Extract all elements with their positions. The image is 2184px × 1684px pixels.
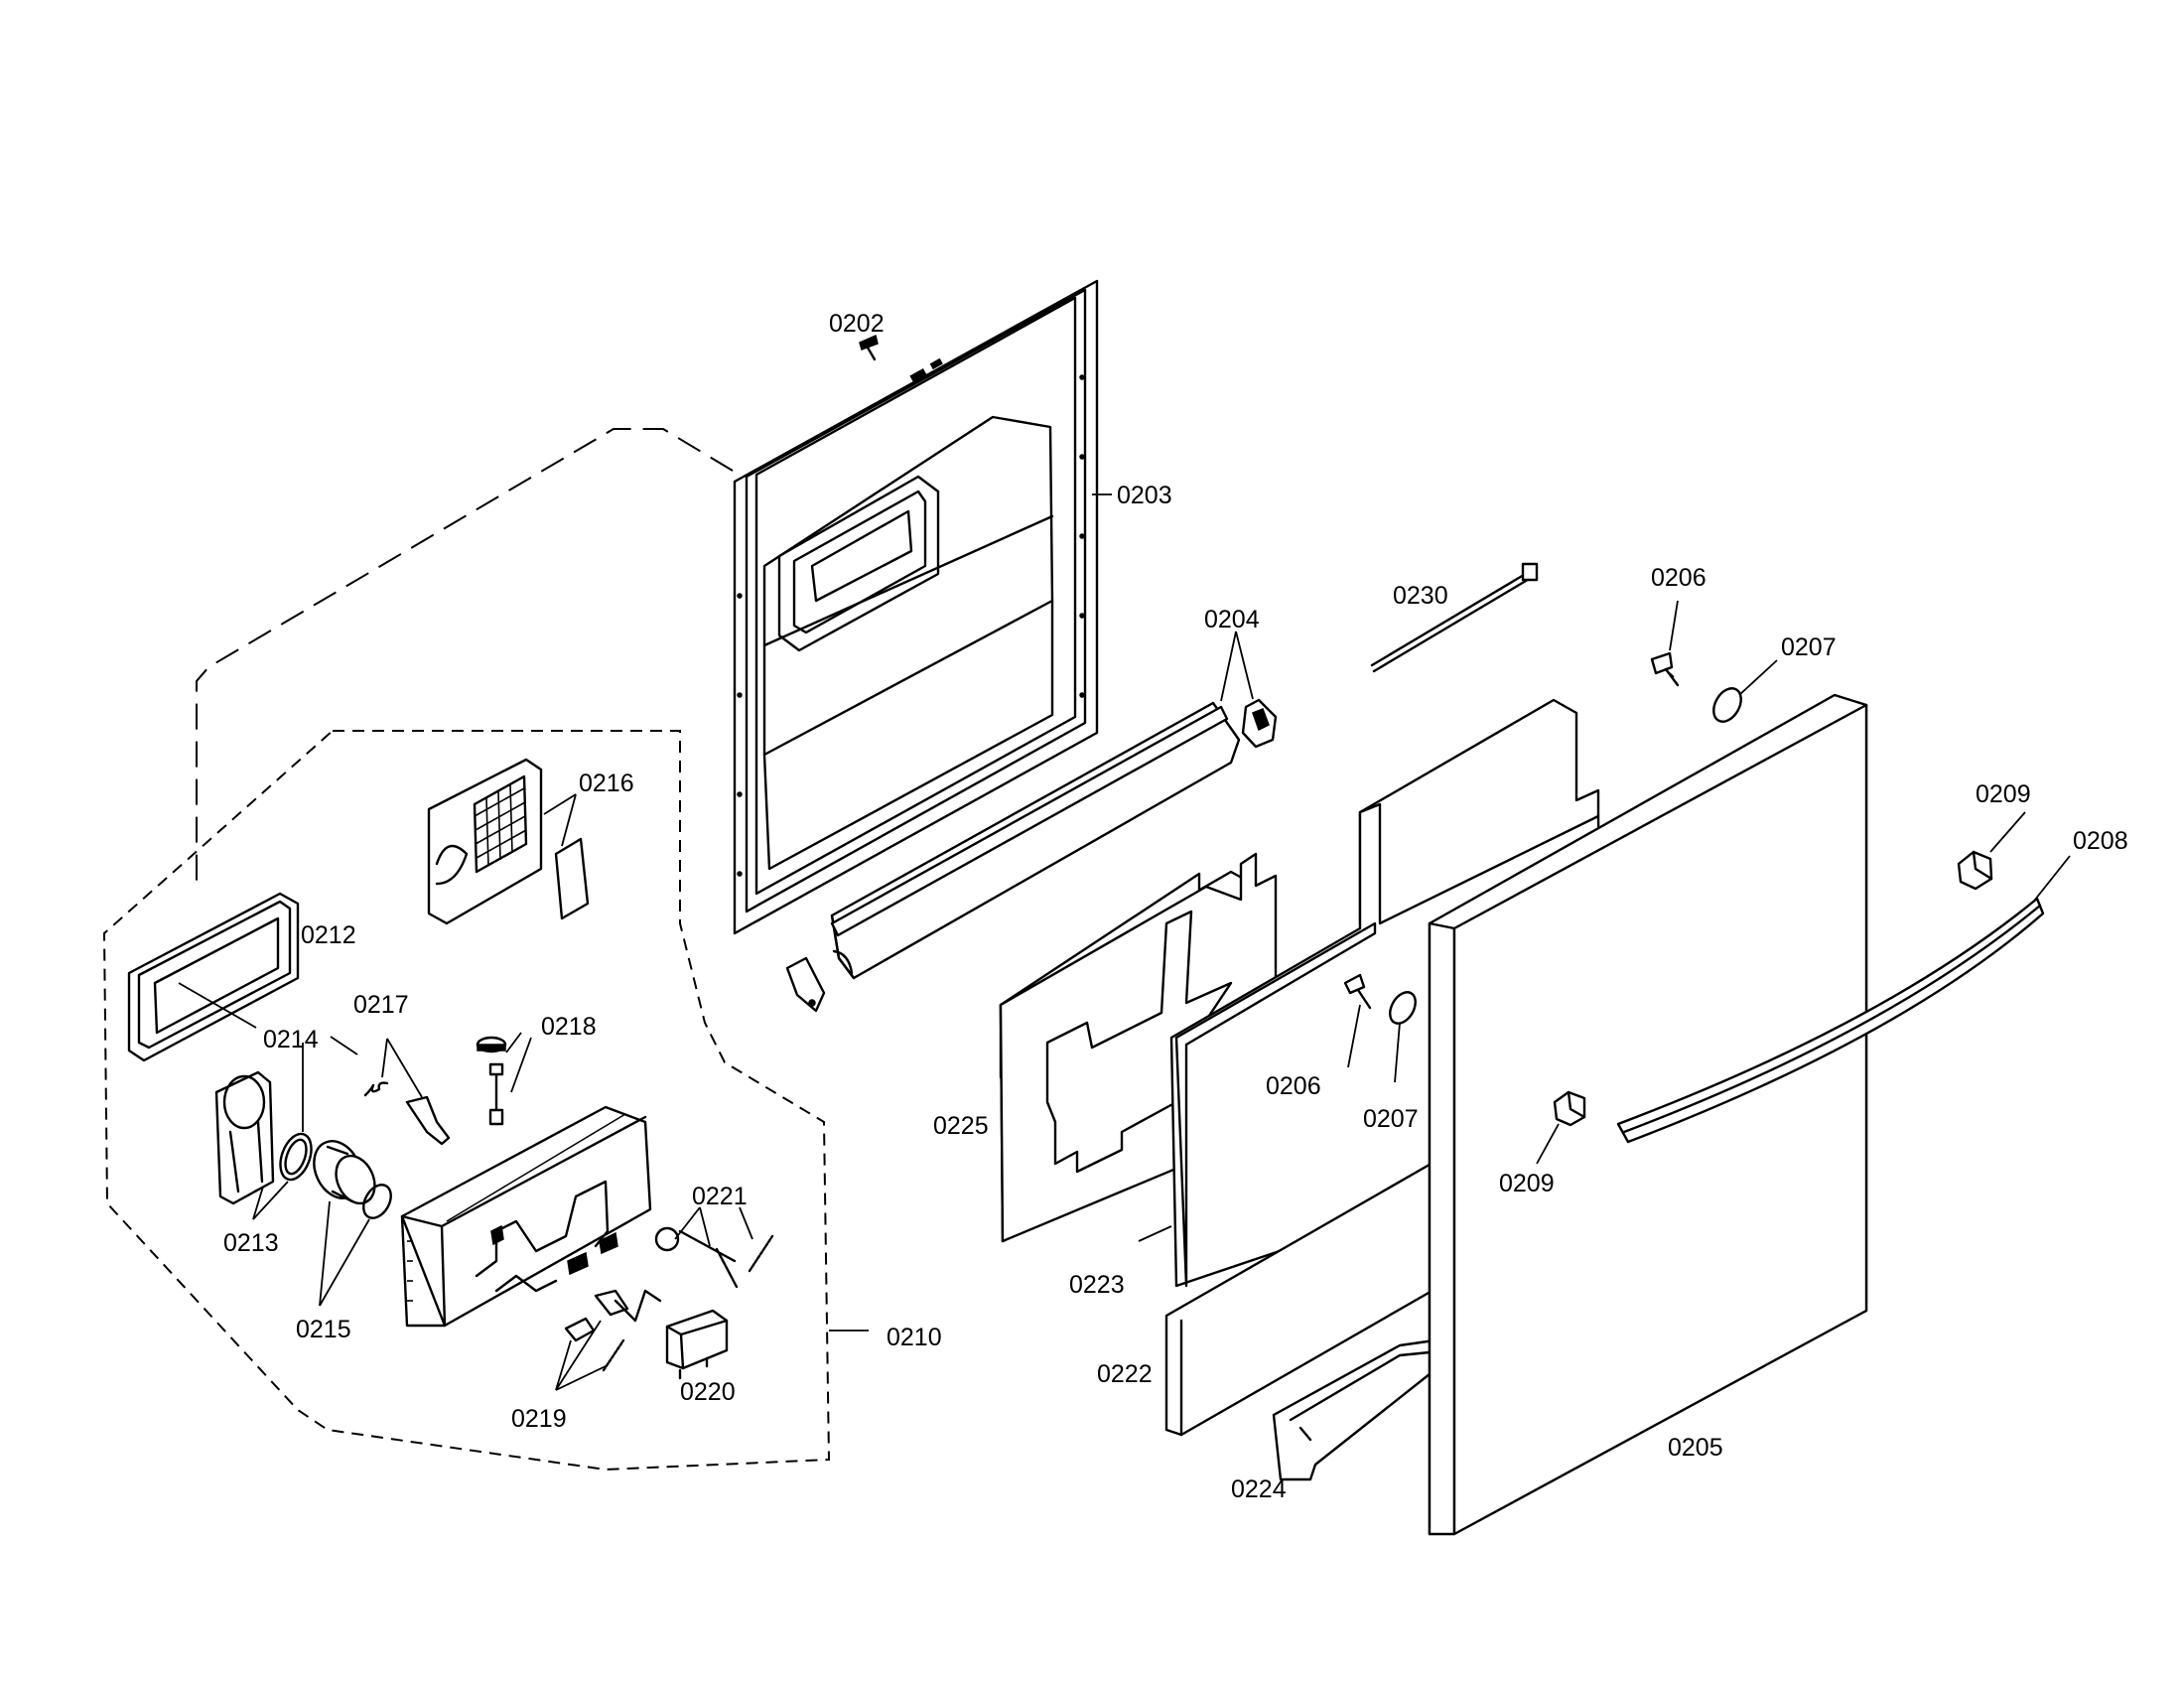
pin-0221 xyxy=(678,1229,739,1289)
plunger-0218 xyxy=(476,1036,507,1126)
bottom-bracket xyxy=(1272,1338,1436,1481)
lower-trim-strip xyxy=(785,698,1278,1013)
label-0223: 0223 xyxy=(1069,1271,1125,1299)
screw-0202 xyxy=(859,334,879,361)
screw-0206-lower xyxy=(1343,973,1372,1010)
cable-tie xyxy=(1370,562,1539,673)
filter-grid xyxy=(427,758,590,925)
label-0206-upper: 0206 xyxy=(1651,564,1706,592)
label-0213: 0213 xyxy=(223,1229,279,1257)
washer-0207-lower xyxy=(1389,991,1417,1025)
label-0210: 0210 xyxy=(887,1324,942,1351)
screw-0206-upper xyxy=(1650,651,1680,687)
label-0214: 0214 xyxy=(263,1026,319,1053)
dispenser-housing xyxy=(400,1105,652,1328)
label-0222: 0222 xyxy=(1097,1360,1153,1388)
label-0215: 0215 xyxy=(296,1316,351,1343)
label-0218: 0218 xyxy=(541,1013,597,1041)
label-0207-lower: 0207 xyxy=(1363,1105,1419,1133)
label-0219: 0219 xyxy=(511,1405,567,1433)
inner-door-panel xyxy=(733,279,1099,935)
gasket-ring-0214-inner xyxy=(284,1138,308,1176)
gasket-ring-0214 xyxy=(279,1132,313,1182)
dispenser-cover-frame xyxy=(127,892,300,1062)
door-handle xyxy=(1616,897,2045,1144)
label-0204: 0204 xyxy=(1204,606,1260,633)
handle-end-cap-upper xyxy=(1957,850,1993,891)
ball-0221 xyxy=(654,1226,680,1252)
label-0207-upper: 0207 xyxy=(1781,633,1837,661)
label-0221: 0221 xyxy=(692,1183,748,1210)
part-labels: 0202 0203 0204 0205 0206 0206 0207 0207 … xyxy=(223,310,2128,1503)
label-0225: 0225 xyxy=(933,1112,989,1140)
label-0212: 0212 xyxy=(301,921,356,949)
label-0206-lower: 0206 xyxy=(1266,1072,1321,1100)
assembly-boundary-dispenser xyxy=(102,730,831,1472)
dispenser-cap-0215 xyxy=(313,1140,376,1205)
lever-0219 xyxy=(564,1289,662,1342)
label-0224: 0224 xyxy=(1231,1475,1287,1503)
washer-0207-upper xyxy=(1712,687,1742,723)
label-0230: 0230 xyxy=(1393,582,1448,610)
actuator-0220 xyxy=(665,1309,729,1380)
spring-0221 xyxy=(748,1234,774,1273)
o-ring-0215 xyxy=(362,1184,392,1219)
spring-0217 xyxy=(363,1081,451,1146)
label-0208: 0208 xyxy=(2073,827,2128,855)
label-0202: 0202 xyxy=(829,310,885,338)
label-0216: 0216 xyxy=(579,770,634,797)
handle-end-cap-lower xyxy=(1553,1090,1586,1127)
label-0217: 0217 xyxy=(353,991,409,1019)
label-0220: 0220 xyxy=(680,1378,736,1406)
label-0205: 0205 xyxy=(1668,1434,1723,1462)
label-0209-upper: 0209 xyxy=(1976,780,2031,808)
assembly-boundary-outer xyxy=(196,428,734,882)
label-0209-lower: 0209 xyxy=(1499,1170,1555,1197)
leader-lines xyxy=(178,493,2071,1391)
label-0203: 0203 xyxy=(1117,482,1172,509)
dispenser-lid xyxy=(214,1070,275,1205)
